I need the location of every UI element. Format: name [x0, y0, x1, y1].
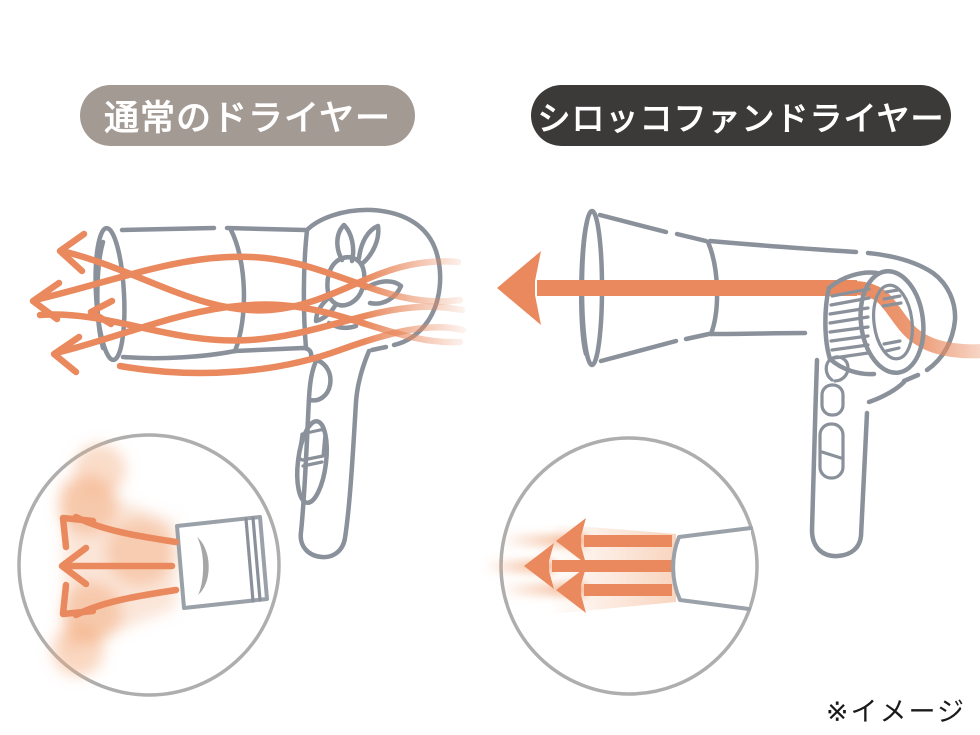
straight-air-arrows [524, 518, 672, 613]
diffused-air-arrows [58, 513, 180, 619]
badge-normal-dryer: 通常のドライヤー [80, 85, 415, 146]
nozzle-opening-shade [197, 537, 209, 595]
straight-airflow-arrowhead [497, 251, 541, 325]
sirocco-fan-icon [823, 268, 926, 377]
badge-sirocco-dryer: シロッコファンドライヤー [531, 85, 951, 146]
nozzle-closeup-diffused [17, 433, 281, 697]
badge-sirocco-dryer-label: シロッコファンドライヤー [537, 99, 945, 137]
badge-normal-dryer-label: 通常のドライヤー [104, 99, 391, 138]
nozzle-closeup-straight [484, 436, 759, 696]
propeller-fan-icon [313, 222, 404, 331]
wavy-airflow-arrowheads [29, 230, 116, 376]
image-note: ※イメージ [825, 697, 966, 727]
wavy-airflow-arrows [31, 247, 467, 377]
